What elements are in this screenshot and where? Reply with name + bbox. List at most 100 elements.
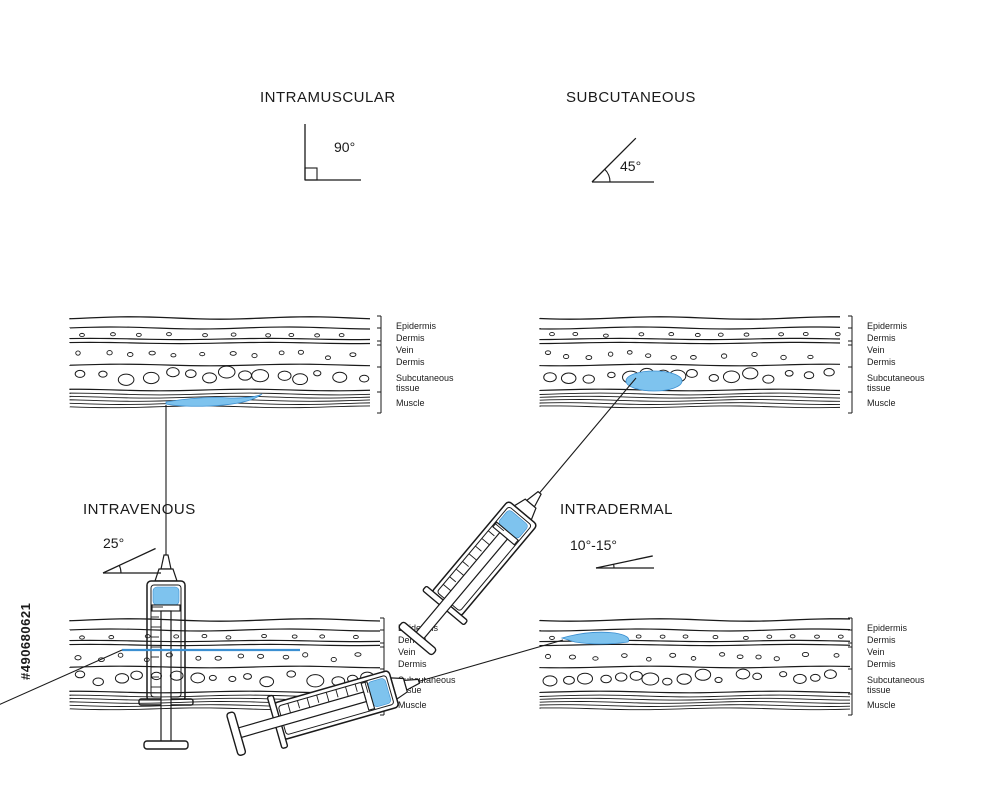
dermis-cell xyxy=(288,332,295,338)
skin-vein-line-bottom xyxy=(69,341,371,345)
intradermal-angle-label: 10°-15° xyxy=(570,537,618,553)
barrel-graduation xyxy=(335,689,339,698)
dermis-cell xyxy=(75,350,81,356)
plunger-thumb-rest xyxy=(226,711,247,756)
dermis-cell xyxy=(302,652,309,658)
fat-cell xyxy=(708,374,719,382)
angle-arc xyxy=(118,565,122,574)
layer-label-epidermis: Epidermis xyxy=(396,321,437,331)
dermis-cell xyxy=(225,635,232,640)
fat-cell xyxy=(722,370,741,384)
dermis-cell xyxy=(117,652,124,658)
dermis-cell xyxy=(736,654,744,659)
barrel-graduation xyxy=(296,700,301,709)
fat-cell xyxy=(217,365,236,379)
dermis-cell xyxy=(755,654,762,660)
dermis-cell xyxy=(670,355,677,360)
skin-muscle-line xyxy=(69,388,371,392)
muscle-fiber-line xyxy=(539,405,841,409)
barrel-graduation xyxy=(364,681,369,693)
skin-subcutaneous-line xyxy=(69,363,371,367)
dermis-cell xyxy=(568,654,576,660)
fat-cell xyxy=(823,368,835,377)
dermis-cell xyxy=(743,635,749,640)
muscle-fiber-line xyxy=(539,707,851,711)
fat-cell xyxy=(277,370,292,381)
muscle-fiber-line xyxy=(69,392,371,396)
fat-cell xyxy=(332,371,348,383)
intravenous-syringe xyxy=(0,649,123,712)
fat-cell xyxy=(752,672,763,681)
layer-label-muscle: Muscle xyxy=(867,700,896,710)
fat-cell xyxy=(251,369,270,383)
skin-epidermis-line xyxy=(539,618,851,622)
intradermal-fluid-deposit xyxy=(560,631,630,645)
dermis-cell xyxy=(766,634,773,639)
dermis-cell xyxy=(265,333,271,338)
layer-label-epidermis: Epidermis xyxy=(867,623,908,633)
intramuscular-title: INTRAMUSCULAR xyxy=(260,89,396,106)
layer-label-epidermis: Epidermis xyxy=(398,623,439,633)
fat-cell xyxy=(560,372,577,384)
intradermal-title: INTRADERMAL xyxy=(560,501,674,518)
dermis-cell xyxy=(585,355,593,361)
fat-cell xyxy=(208,674,217,681)
needle xyxy=(0,649,123,712)
dermis-cell xyxy=(572,331,579,337)
dermis-cell xyxy=(173,634,180,639)
layer-label-vein: Vein xyxy=(396,345,414,355)
dermis-cell xyxy=(621,653,628,658)
layer-label-tissue: tissue xyxy=(398,685,422,695)
barrel-graduation xyxy=(494,522,505,532)
dermis-cell xyxy=(668,332,675,337)
dermis-cell xyxy=(195,655,202,661)
angle-arc xyxy=(604,168,611,183)
dermis-cell xyxy=(97,657,105,662)
layer-label-dermis-lower: Dermis xyxy=(396,357,425,367)
dermis-cell xyxy=(338,333,345,338)
angle-arm xyxy=(595,555,653,569)
layer-label-vein: Vein xyxy=(867,647,885,657)
dermis-cell xyxy=(773,656,780,662)
fat-cell xyxy=(742,367,759,380)
layer-label-vein: Vein xyxy=(867,345,885,355)
fat-cell xyxy=(614,672,628,682)
dermis-cell xyxy=(814,634,820,639)
muscle-fiber-line xyxy=(539,395,841,399)
dermis-cell xyxy=(545,653,551,660)
layer-label-dermis: Dermis xyxy=(867,635,896,645)
dermis-cell xyxy=(603,333,609,338)
dermis-cell xyxy=(282,654,290,660)
muscle-fiber-line xyxy=(539,694,851,698)
right-angle-marker xyxy=(304,167,318,181)
skin-vein-line-top xyxy=(539,337,841,341)
fat-cell xyxy=(793,673,807,684)
intravenous-title: INTRAVENOUS xyxy=(83,501,196,518)
fat-cell xyxy=(114,673,130,684)
intramuscular-fluid-deposit xyxy=(165,393,263,407)
plunger-thumb-rest xyxy=(143,740,189,750)
fat-cell xyxy=(784,369,794,377)
subcutaneous-fluid-deposit xyxy=(625,370,683,392)
fat-cell xyxy=(292,373,309,386)
fat-cell xyxy=(543,372,557,383)
layer-label-dermis-lower: Dermis xyxy=(867,659,896,669)
dermis-cell xyxy=(127,352,134,357)
skin-epidermis-line xyxy=(69,618,381,622)
dermis-cell xyxy=(626,350,633,355)
skin-epidermis-line xyxy=(539,316,841,320)
intramuscular-brackets xyxy=(377,315,382,414)
dermis-cell xyxy=(170,353,177,358)
dermis-cell xyxy=(780,354,787,361)
dermis-cell xyxy=(166,332,172,337)
plunger-thumb-rest xyxy=(398,621,437,656)
syringe-fluid xyxy=(152,586,180,606)
subcutaneous-angle-label: 45° xyxy=(620,158,642,174)
layer-label-muscle: Muscle xyxy=(396,398,425,408)
fat-cell xyxy=(629,671,643,681)
dermis-cell xyxy=(712,635,719,640)
dermis-cell xyxy=(291,634,298,639)
dermis-cell xyxy=(354,652,362,657)
skin-muscle-line xyxy=(539,690,851,694)
layer-label-subcutaneous: Subcutaneous xyxy=(398,675,456,685)
